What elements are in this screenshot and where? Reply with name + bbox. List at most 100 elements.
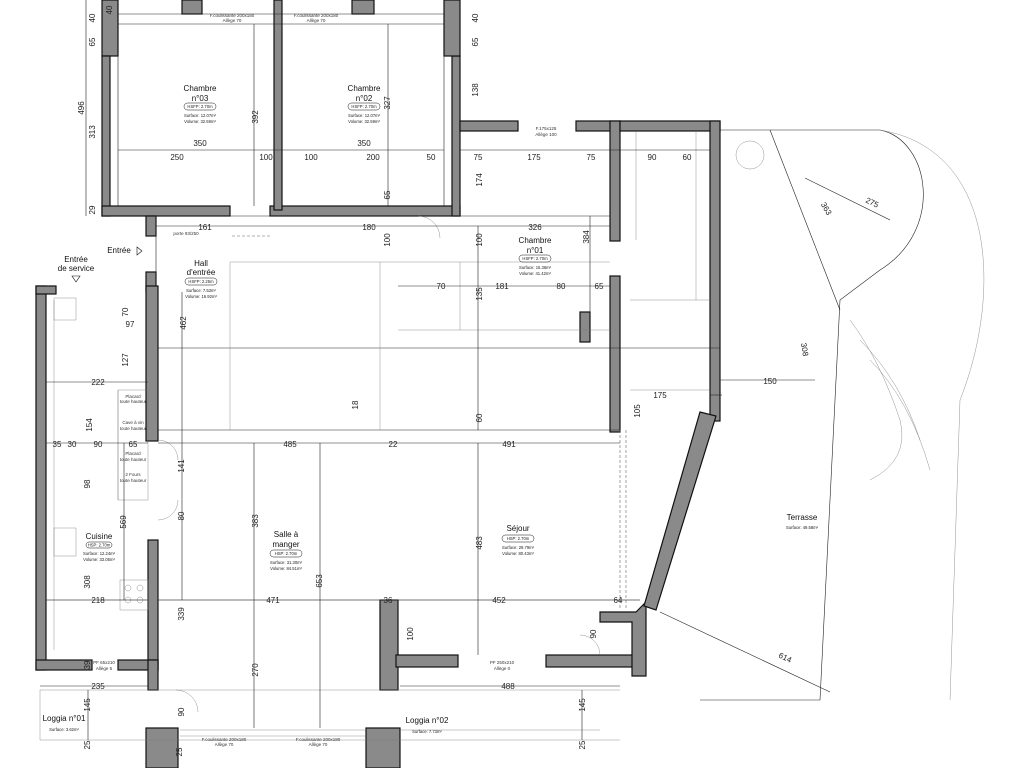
window-label: Allège 0: [494, 666, 511, 671]
wall-segment: [101, 55, 111, 217]
dimension-label: 100: [304, 153, 318, 162]
dimension-label: 100: [259, 153, 273, 162]
room-volume: Volume: 41.42m³: [519, 271, 551, 276]
dimension-label: 313: [88, 125, 97, 139]
dimension-label: 491: [502, 440, 516, 449]
dimension-label: 308: [83, 575, 92, 589]
terrace-shape: [700, 129, 985, 701]
dimension-label: 175: [653, 391, 667, 400]
dimension-label: 488: [501, 682, 515, 691]
room-hsp: HSP: 2.70m: [507, 536, 530, 541]
room-number: manger: [272, 540, 299, 549]
room-number: n°02: [356, 94, 373, 103]
wall-segment: [101, 205, 231, 217]
wall-segment: [145, 285, 159, 442]
wall-segment: [35, 285, 47, 671]
dimension-label: 175: [527, 153, 541, 162]
dimension-label: 75: [474, 153, 483, 162]
window-label: Allège 70: [309, 742, 328, 747]
dimension-label: 350: [193, 139, 207, 148]
dimension-label: 496: [77, 101, 86, 115]
dimension-label: 462: [179, 316, 188, 330]
dimension-label: 339: [177, 607, 186, 621]
dimension-label: 25: [578, 740, 587, 749]
wall-segment: [643, 411, 717, 611]
wall-segment: [459, 120, 519, 132]
service-entrance-label-2: de service: [58, 264, 95, 273]
window-label: F.coulissante 200x180: [210, 13, 255, 18]
dimension-label: 25: [83, 740, 92, 749]
wall-segment: [619, 120, 721, 132]
placard-2-label-2: toute hauteur: [120, 457, 147, 462]
dimension-label: 141: [177, 459, 186, 473]
dimension-label: 327: [383, 96, 392, 110]
wall-segment: [579, 311, 591, 343]
room-loggia-1: Loggia n°01 Surface: 3.62m²: [43, 714, 86, 732]
wine-cellar-label: Cave à vin: [122, 420, 144, 425]
wall-segment: [599, 600, 647, 677]
room-loggia-2: Loggia n°02 Surface: 7.73m²: [406, 716, 449, 734]
dimension-label: 18: [351, 400, 360, 409]
dimension-label: 218: [91, 596, 105, 605]
wall-segment: [273, 0, 283, 211]
window-label: PF 250x210: [490, 660, 515, 665]
dimension-label: 326: [528, 223, 542, 232]
placard-label-2: toute hauteur: [120, 399, 147, 404]
ovens-label: 2 Fours: [125, 472, 141, 477]
room-name: Chambre: [184, 84, 217, 93]
room-volume: Volume: 16.92m³: [185, 294, 217, 299]
dimension-label: 383: [251, 514, 260, 528]
dimension-label: 65: [383, 190, 392, 199]
room-name: Hall: [194, 259, 208, 268]
dimension-label: 22: [389, 440, 398, 449]
room-volume: Volume: 32.59m³: [348, 119, 380, 124]
dimension-label: 180: [362, 223, 376, 232]
entrance-label: Entrée: [107, 246, 131, 255]
dimension-label: 452: [492, 596, 506, 605]
dimension-label: 70: [121, 307, 130, 316]
room-hsp: HSFP: 2.25m: [188, 279, 214, 284]
walls: [35, 0, 721, 768]
room-surface: Surface: 12.07m²: [184, 113, 217, 118]
dimension-label: 181: [495, 282, 509, 291]
dimension-label: 39: [83, 660, 92, 669]
wall-segment: [395, 654, 459, 668]
room-surface: Surface: 29.79m²: [502, 545, 535, 550]
room-surface: Surface: 7.73m²: [412, 729, 442, 734]
service-entrance-arrow-icon: [71, 275, 81, 283]
dimension-label: 363: [819, 201, 834, 218]
dimension-label: 250: [170, 153, 184, 162]
window-label: F.coulissante 200x180: [296, 737, 341, 742]
dimension-label: 150: [763, 377, 777, 386]
window-label: F.coulissante 200x180: [294, 13, 339, 18]
room-name: Séjour: [506, 524, 529, 533]
window-label: Allège 70: [215, 742, 234, 747]
window-label: Allège 70: [307, 18, 326, 23]
window-label: F.coulissante 200x180: [202, 737, 247, 742]
wine-cellar-label-2: toute hauteur: [120, 426, 147, 431]
dimension-label: 161: [198, 223, 212, 232]
dimension-label: 174: [475, 173, 484, 187]
room-name: Loggia n°01: [43, 714, 86, 723]
dimension-label: 60: [683, 153, 692, 162]
dimension-lines: [40, 0, 891, 740]
dimension-label: 40: [471, 13, 480, 22]
room-name: Terrasse: [787, 513, 818, 522]
dimension-label: 65: [595, 282, 604, 291]
window-label: Allège 100: [535, 132, 557, 137]
wall-segment: [147, 539, 159, 671]
dimension-label: 308: [799, 342, 810, 357]
dimension-label: 40: [88, 13, 97, 22]
window-label: Allège 70: [223, 18, 242, 23]
dimension-label: 36: [384, 596, 393, 605]
dimension-label: 29: [88, 205, 97, 214]
wall-segment: [145, 215, 157, 237]
room-hsp: HSP: 2.70m: [88, 543, 111, 548]
room-surface: Surface: 3.62m²: [49, 727, 79, 732]
dimension-label: 145: [578, 698, 587, 712]
placard-2-label: Placard: [125, 451, 141, 456]
dimension-label: 98: [83, 479, 92, 488]
dimension-label: 80: [177, 511, 186, 520]
room-name: Cuisine: [86, 532, 113, 541]
room-surface: Surface: 12.07m²: [348, 113, 381, 118]
